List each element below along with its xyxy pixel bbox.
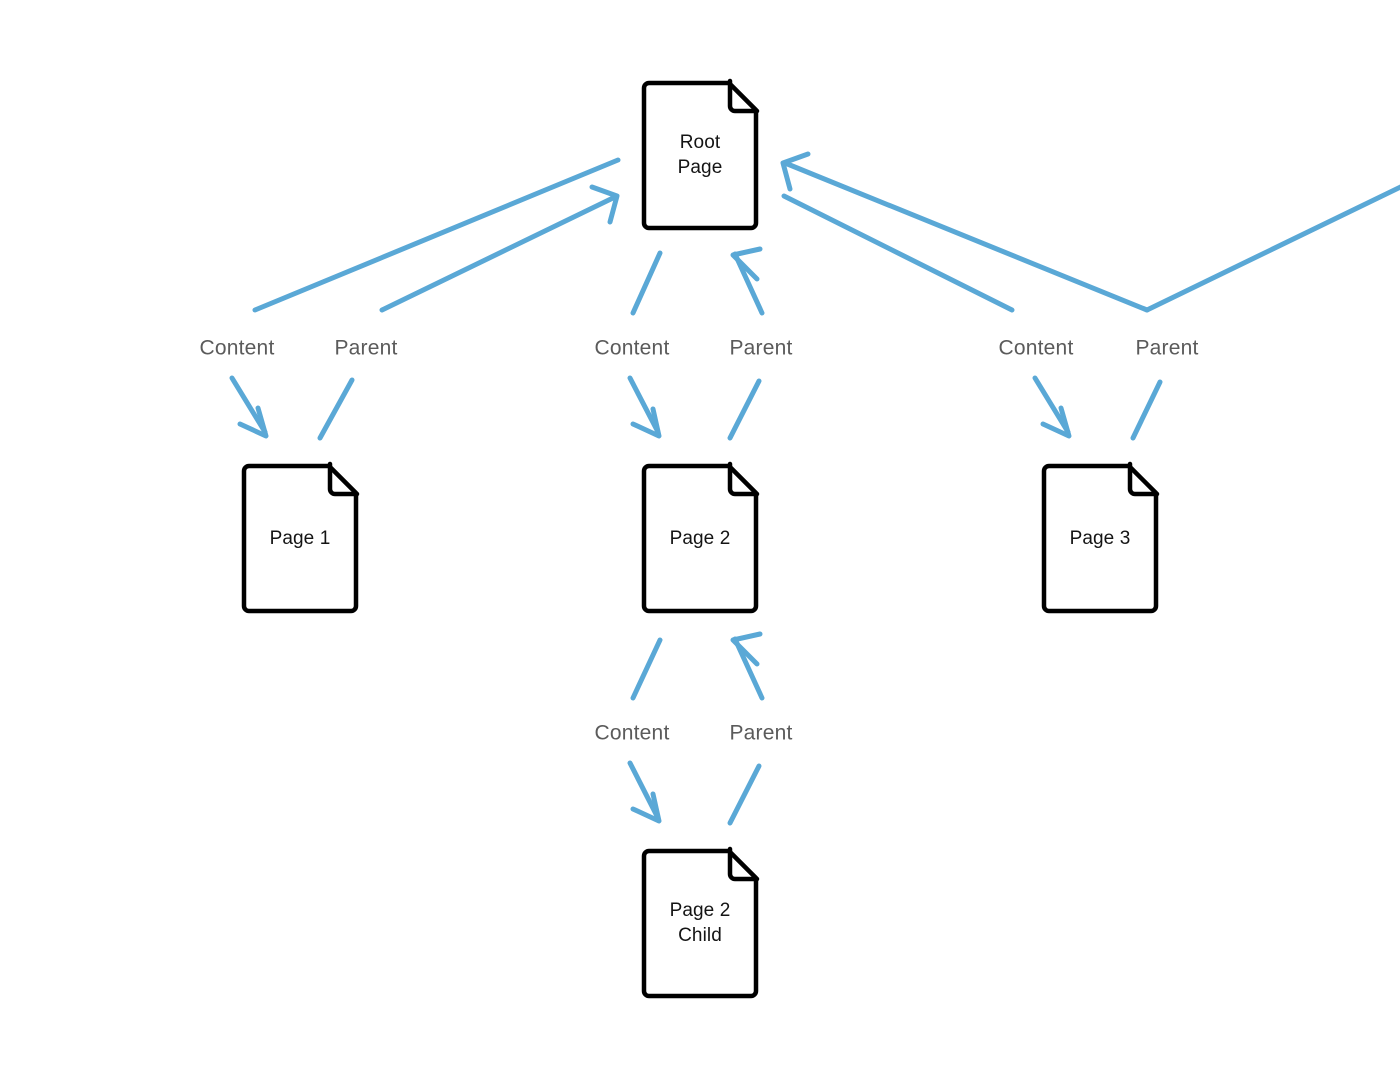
document-icon — [241, 461, 360, 614]
edge-label-root-content-page2: Content — [594, 336, 670, 360]
node-page-3[interactable]: Page 3 — [1040, 461, 1160, 614]
edge-label-page1-parent-root: Parent — [334, 336, 398, 360]
document-icon — [641, 78, 760, 231]
node-page-2[interactable]: Page 2 — [640, 461, 760, 614]
edge-page1-parent-root — [317, 184, 620, 441]
node-root-page[interactable]: Root Page — [640, 78, 760, 231]
edge-child-parent-page2 — [727, 631, 765, 826]
edge-label-child-parent-page2: Parent — [729, 721, 793, 745]
edge-label-root-content-page1: Content — [199, 336, 275, 360]
document-icon — [641, 846, 760, 999]
edge-label-page2-parent-root: Parent — [729, 336, 793, 360]
edge-page2-parent-root — [727, 246, 765, 441]
edge-page2-content-child — [627, 637, 663, 824]
edge-label-page2-content-child: Content — [594, 721, 670, 745]
node-page-2-child[interactable]: Page 2 Child — [640, 846, 760, 999]
node-page-1[interactable]: Page 1 — [240, 461, 360, 614]
edge-root-content-page2 — [627, 250, 663, 439]
edge-root-content-page3 — [781, 193, 1072, 439]
edge-label-page3-parent-root: Parent — [1135, 336, 1199, 360]
edge-label-root-content-page3: Content — [998, 336, 1074, 360]
edge-page3-parent-root — [780, 151, 1400, 441]
document-icon — [1041, 461, 1160, 614]
document-icon — [641, 461, 760, 614]
edge-root-content-page1 — [229, 157, 621, 439]
